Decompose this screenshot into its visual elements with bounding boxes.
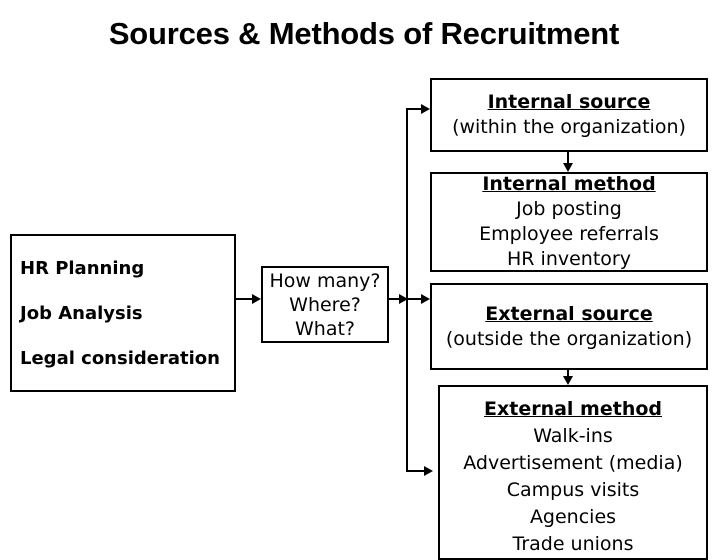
- connector-internal-source-to-method: [567, 152, 569, 165]
- question-line-2: Where?: [289, 293, 361, 316]
- internal-source-line-1: (within the organization): [452, 116, 686, 138]
- arrowhead-trunk-to-external-method: [424, 466, 433, 476]
- arrowhead-questions-to-trunk: [399, 294, 408, 304]
- external-method-line-5: Trade unions: [512, 533, 634, 555]
- page-title: Sources & Methods of Recruitment: [108, 16, 620, 51]
- external-method-line-1: Walk-ins: [533, 425, 613, 447]
- arrowhead-trunk-to-external-source: [421, 294, 430, 304]
- hr-inputs-line-3: Legal consideration: [20, 347, 220, 369]
- external-method-line-2: Advertisement (media): [463, 452, 683, 474]
- arrowhead-trunk-to-internal-source: [421, 104, 430, 114]
- connector-questions-to-trunk: [389, 298, 399, 300]
- hr-inputs-line-1: HR Planning: [20, 257, 145, 279]
- arrowhead-internal-source-to-method: [563, 163, 573, 172]
- question-line-3: What?: [294, 317, 355, 340]
- internal-method-line-3: HR inventory: [507, 248, 631, 270]
- connector-external-source-to-method: [567, 370, 569, 377]
- external-method-box[interactable]: External method Walk-ins Advertisement (…: [438, 385, 708, 560]
- internal-method-heading: Internal method: [482, 173, 656, 195]
- connector-trunk-vertical: [406, 108, 408, 472]
- slide-canvas: Sources & Methods of Recruitment HR Plan…: [10, 16, 708, 560]
- hr-inputs-line-2: Job Analysis: [20, 302, 143, 324]
- internal-method-box[interactable]: Internal method Job posting Employee ref…: [430, 172, 708, 272]
- external-source-box[interactable]: External source (outside the organizatio…: [430, 283, 708, 370]
- connector-inputs-to-questions: [236, 298, 252, 300]
- arrowhead-external-source-to-method: [563, 376, 573, 385]
- hr-inputs-box[interactable]: HR Planning Job Analysis Legal considera…: [10, 234, 236, 392]
- connector-trunk-to-external-source: [406, 298, 421, 300]
- external-source-line-1: (outside the organization): [445, 327, 693, 350]
- internal-method-line-1: Job posting: [516, 198, 622, 220]
- recruitment-questions-box[interactable]: How many? Where? What?: [261, 266, 389, 343]
- internal-source-box[interactable]: Internal source (within the organization…: [430, 78, 708, 152]
- connector-trunk-to-external-method: [406, 470, 424, 472]
- question-line-1: How many?: [269, 269, 381, 292]
- connector-trunk-to-internal-source: [406, 108, 421, 110]
- arrowhead-inputs-to-questions: [252, 294, 261, 304]
- external-method-line-4: Agencies: [529, 506, 617, 528]
- internal-method-line-2: Employee referrals: [479, 223, 659, 245]
- internal-source-heading: Internal source: [487, 91, 651, 113]
- external-method-heading: External method: [484, 398, 662, 420]
- external-source-heading: External source: [485, 302, 653, 325]
- external-method-line-3: Campus visits: [506, 479, 640, 501]
